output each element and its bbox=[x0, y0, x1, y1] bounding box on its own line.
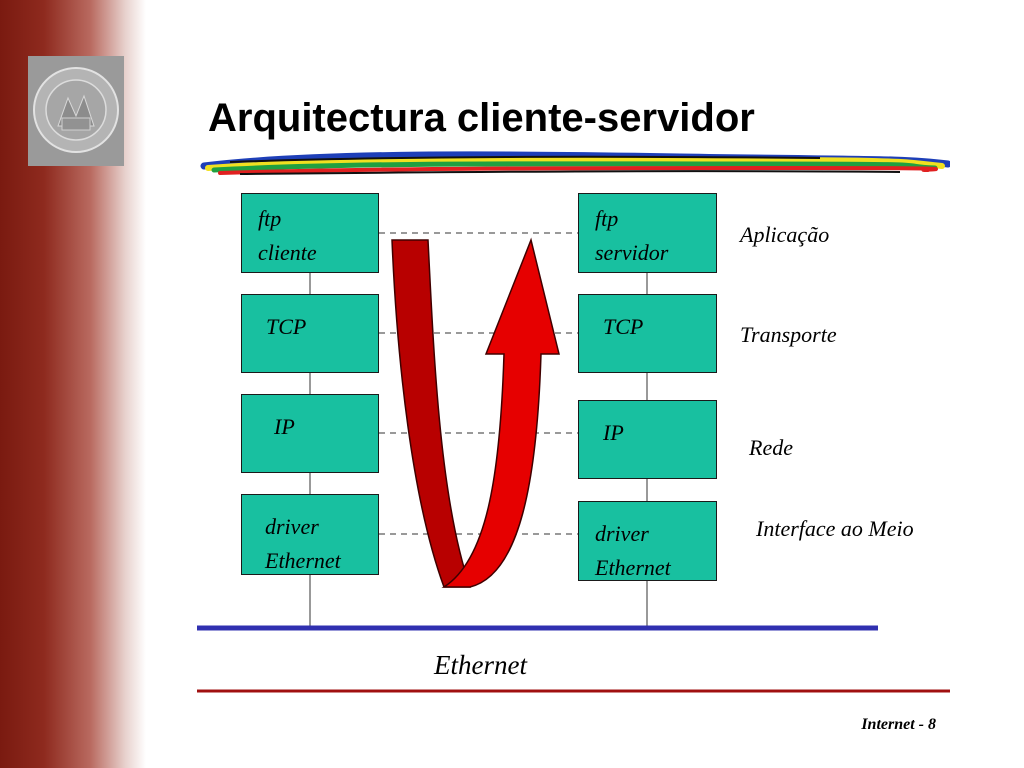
client-ip-label: IP bbox=[274, 414, 295, 439]
server-driver-box bbox=[578, 501, 717, 581]
layer-label-transport: Transporte bbox=[740, 322, 837, 347]
client-app-label-2: cliente bbox=[258, 240, 317, 265]
slide-footer: Internet - 8 bbox=[861, 716, 936, 733]
client-ip-box bbox=[241, 394, 379, 473]
client-tcp-box bbox=[241, 294, 379, 373]
layer-label-network: Rede bbox=[749, 435, 793, 460]
client-driver-label-1: driver bbox=[265, 514, 319, 539]
page-title: Arquitectura cliente-servidor bbox=[208, 96, 755, 140]
client-app-label-1: ftp bbox=[258, 206, 282, 231]
layer-label-application: Aplicação bbox=[740, 222, 830, 247]
university-seal-logo bbox=[28, 56, 124, 166]
network-label: Ethernet bbox=[434, 650, 527, 680]
client-tcp-label: TCP bbox=[266, 314, 307, 339]
server-driver-label-2: Ethernet bbox=[595, 555, 671, 580]
server-driver-label-1: driver bbox=[595, 521, 649, 546]
server-application-box bbox=[578, 193, 717, 273]
decorative-brush-stripe bbox=[200, 151, 950, 175]
server-tcp-label: TCP bbox=[603, 314, 644, 339]
server-app-label-1: ftp bbox=[595, 206, 619, 231]
client-driver-box bbox=[241, 494, 379, 575]
client-application-box bbox=[241, 193, 379, 273]
client-driver-label-2: Ethernet bbox=[265, 548, 341, 573]
server-ip-label: IP bbox=[603, 420, 624, 445]
server-tcp-box bbox=[578, 294, 717, 373]
server-app-label-2: servidor bbox=[595, 240, 669, 265]
server-ip-box bbox=[578, 400, 717, 479]
layer-label-media-interface: Interface ao Meio bbox=[756, 516, 914, 541]
